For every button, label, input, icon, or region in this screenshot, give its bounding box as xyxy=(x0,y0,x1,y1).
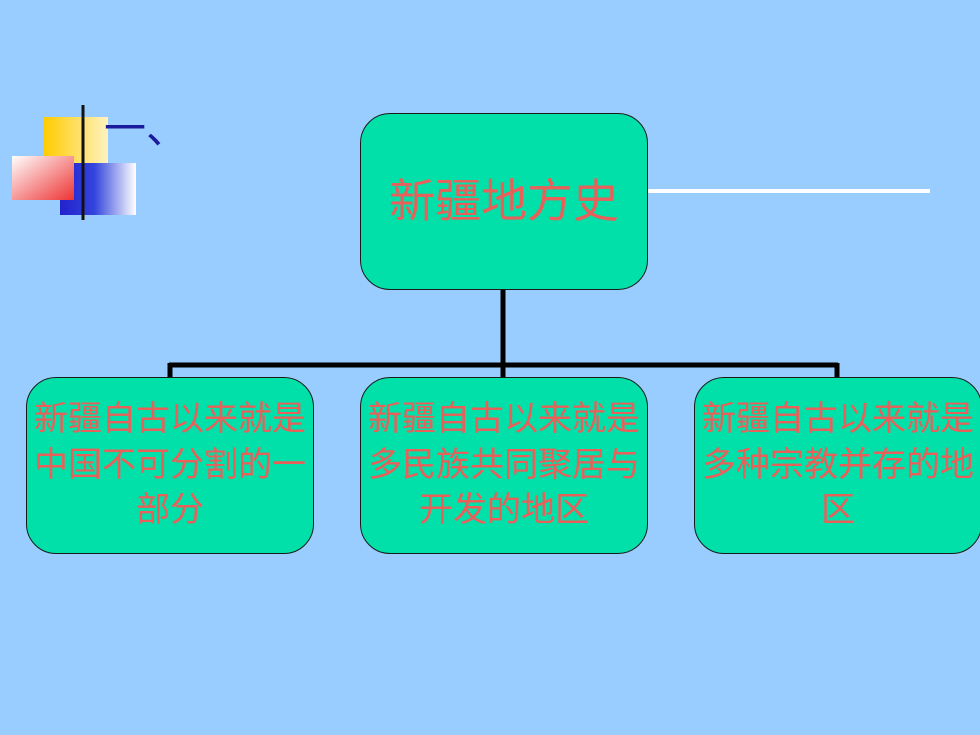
slide-heading: 一、 xyxy=(104,104,189,153)
tree-connectors xyxy=(167,290,840,378)
child-node-label: 新疆自古以来就是多民族共同聚居与开发的地区 xyxy=(368,399,640,531)
child-node-unity: 新疆自古以来就是中国不可分割的一部分 xyxy=(26,377,314,554)
child-node-religions: 新疆自古以来就是多种宗教并存的地区 xyxy=(694,377,980,554)
root-node-label: 新疆地方史 xyxy=(389,174,619,229)
root-node: 新疆地方史 xyxy=(360,113,648,290)
child-node-label: 新疆自古以来就是中国不可分割的一部分 xyxy=(34,399,306,531)
child-node-ethnic-groups: 新疆自古以来就是多民族共同聚居与开发的地区 xyxy=(360,377,648,554)
child-node-label: 新疆自古以来就是多种宗教并存的地区 xyxy=(702,399,974,531)
ornament-red-square xyxy=(12,156,74,200)
